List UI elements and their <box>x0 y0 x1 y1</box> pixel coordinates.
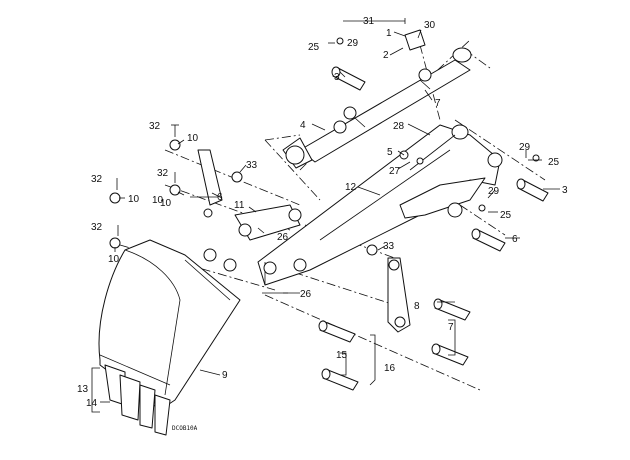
callout-6: 6 <box>512 234 518 245</box>
callout-4: 4 <box>300 120 306 131</box>
callout-2: 2 <box>383 50 389 61</box>
callout-15: 15 <box>336 350 348 361</box>
callout-31: 31 <box>363 16 375 27</box>
callout-32: 32 <box>91 222 103 233</box>
callout-25: 25 <box>308 42 320 53</box>
callout-29: 29 <box>519 142 531 153</box>
callout-29: 29 <box>347 38 359 49</box>
callout-33: 33 <box>246 160 258 171</box>
dipper-arm <box>257 124 503 286</box>
leader-lines <box>91 18 560 413</box>
callout-11: 11 <box>234 200 245 211</box>
callout-16: 16 <box>384 363 396 374</box>
callout-27: 27 <box>389 166 401 177</box>
callout-26: 26 <box>277 232 289 243</box>
callout-6: 6 <box>217 192 223 203</box>
callout-33: 33 <box>383 241 395 252</box>
bucket <box>98 239 241 436</box>
callout-32: 32 <box>91 174 103 185</box>
callout-26: 26 <box>300 289 312 300</box>
callout-10: 10 <box>152 195 164 206</box>
callout-10: 10 <box>160 198 172 209</box>
callout-labels: 1 2 3 3 4 5 6 6 7 7 8 9 10 10 10 10 10 1… <box>77 16 568 432</box>
callout-9: 9 <box>222 370 228 381</box>
callout-3: 3 <box>334 72 340 83</box>
callout-3: 3 <box>562 185 568 196</box>
links <box>197 149 411 333</box>
callout-14: 14 <box>86 398 98 409</box>
callout-25: 25 <box>500 210 512 221</box>
callout-25: 25 <box>548 157 560 168</box>
callout-32: 32 <box>149 121 161 132</box>
callout-5: 5 <box>387 147 393 158</box>
callout-10: 10 <box>187 133 199 144</box>
callout-30: 30 <box>424 20 436 31</box>
callout-7: 7 <box>435 98 441 109</box>
figure-code: DCOB10A <box>172 425 198 432</box>
hydraulic-cylinder <box>282 47 472 169</box>
callout-1: 1 <box>386 28 392 39</box>
callout-13: 13 <box>77 384 89 395</box>
callout-28: 28 <box>393 121 405 132</box>
callout-8: 8 <box>414 301 420 312</box>
callout-7: 7 <box>448 322 454 333</box>
callout-29: 29 <box>488 186 500 197</box>
callout-10: 10 <box>108 254 120 265</box>
callout-12: 12 <box>345 182 357 193</box>
callout-32: 32 <box>157 168 169 179</box>
hardware <box>109 37 540 294</box>
callout-10: 10 <box>128 194 140 205</box>
